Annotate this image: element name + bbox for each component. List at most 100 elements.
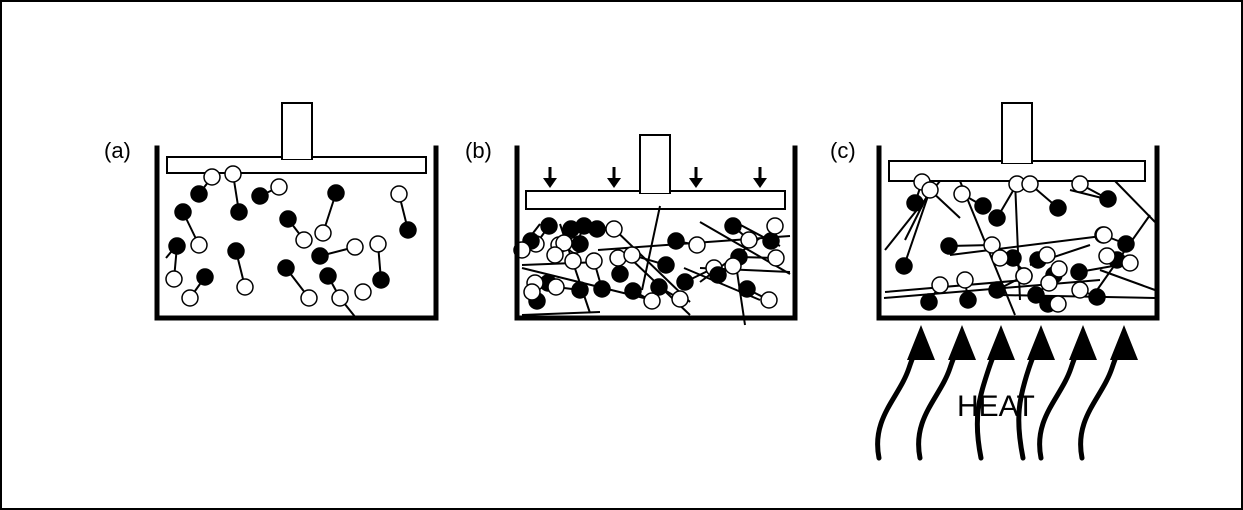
dark-atom [650, 278, 668, 296]
molecules-c [883, 173, 1156, 316]
dark-atom [1088, 288, 1106, 306]
dark-atom [906, 194, 924, 212]
dark-atom [277, 259, 295, 277]
dark-atom [251, 187, 269, 205]
force-arrows [543, 167, 767, 188]
light-atom [767, 249, 785, 267]
dark-atom [174, 203, 192, 221]
light-atom [1095, 226, 1113, 244]
dark-atom [611, 265, 629, 283]
light-atom [740, 231, 758, 249]
light-atom [1071, 175, 1089, 193]
light-atom [931, 276, 949, 294]
dark-atom [190, 185, 208, 203]
down-arrow-icon [753, 167, 767, 188]
dark-atom [667, 232, 685, 250]
heat-arrow-icon [974, 325, 1015, 461]
light-atom [609, 249, 627, 267]
piston-rod-join [641, 190, 669, 193]
dark-atom [724, 217, 742, 235]
container-a [154, 145, 439, 321]
light-atom [724, 257, 742, 275]
dark-atom [1049, 199, 1067, 217]
panel-c: (c) [830, 102, 1160, 321]
light-atom [585, 252, 603, 270]
light-atom [983, 236, 1001, 254]
light-atom [270, 178, 288, 196]
dark-atom [940, 237, 958, 255]
light-atom [623, 246, 641, 264]
light-atom [1015, 267, 1033, 285]
dark-atom [372, 271, 390, 289]
dark-atom [1027, 286, 1045, 304]
light-atom [1040, 274, 1058, 292]
bond-line [1114, 180, 1156, 223]
down-arrow-icon [689, 167, 703, 188]
heat-arrows [875, 325, 1138, 461]
down-arrow-icon [543, 167, 557, 188]
heat-arrow-icon [875, 325, 935, 461]
light-atom [1021, 175, 1039, 193]
light-atom [1121, 254, 1139, 272]
dark-atom [540, 217, 558, 235]
piston-a [166, 102, 427, 174]
light-atom [346, 238, 364, 256]
dark-atom [319, 267, 337, 285]
light-atom [1098, 247, 1116, 265]
dark-atom [399, 221, 417, 239]
dark-atom [988, 281, 1006, 299]
light-atom [546, 246, 564, 264]
dark-atom [571, 281, 589, 299]
light-atom [605, 220, 623, 238]
light-atom [1071, 281, 1089, 299]
light-atom [547, 278, 565, 296]
dark-atom [988, 209, 1006, 227]
bond-line [521, 311, 601, 316]
down-arrow-icon [607, 167, 621, 188]
dark-atom [279, 210, 297, 228]
light-atom [190, 236, 208, 254]
light-atom [369, 235, 387, 253]
light-atom [688, 236, 706, 254]
dark-atom [196, 268, 214, 286]
light-atom [300, 289, 318, 307]
light-atom [953, 185, 971, 203]
piston-rod [281, 102, 313, 160]
piston-rod [639, 134, 671, 194]
dark-atom [959, 291, 977, 309]
light-atom [236, 278, 254, 296]
light-atom [956, 271, 974, 289]
piston-rod-join [283, 156, 311, 159]
dark-atom [709, 266, 727, 284]
dark-atom [657, 256, 675, 274]
piston-c [888, 102, 1146, 182]
panel-c-label: (c) [830, 138, 856, 163]
light-atom [555, 234, 573, 252]
light-atom [1049, 295, 1067, 313]
light-atom [390, 185, 408, 203]
light-atom [643, 292, 661, 310]
dark-atom [168, 237, 186, 255]
light-atom [921, 181, 939, 199]
dark-atom [311, 247, 329, 265]
light-atom [671, 290, 689, 308]
light-atom [181, 289, 199, 307]
bond-line [903, 189, 931, 267]
light-atom [354, 283, 372, 301]
light-atom [203, 168, 221, 186]
piston-b [525, 134, 786, 210]
light-atom [564, 252, 582, 270]
dark-atom [593, 280, 611, 298]
dark-atom [974, 197, 992, 215]
bond-line [904, 189, 931, 241]
heat-label: HEAT [957, 390, 1035, 423]
light-atom [760, 291, 778, 309]
heat-arrow-icon [1016, 325, 1055, 461]
dark-atom [571, 235, 589, 253]
dark-atom [1117, 235, 1135, 253]
dark-atom [1070, 263, 1088, 281]
piston-rod [1001, 102, 1033, 164]
bond-line [1099, 269, 1156, 291]
